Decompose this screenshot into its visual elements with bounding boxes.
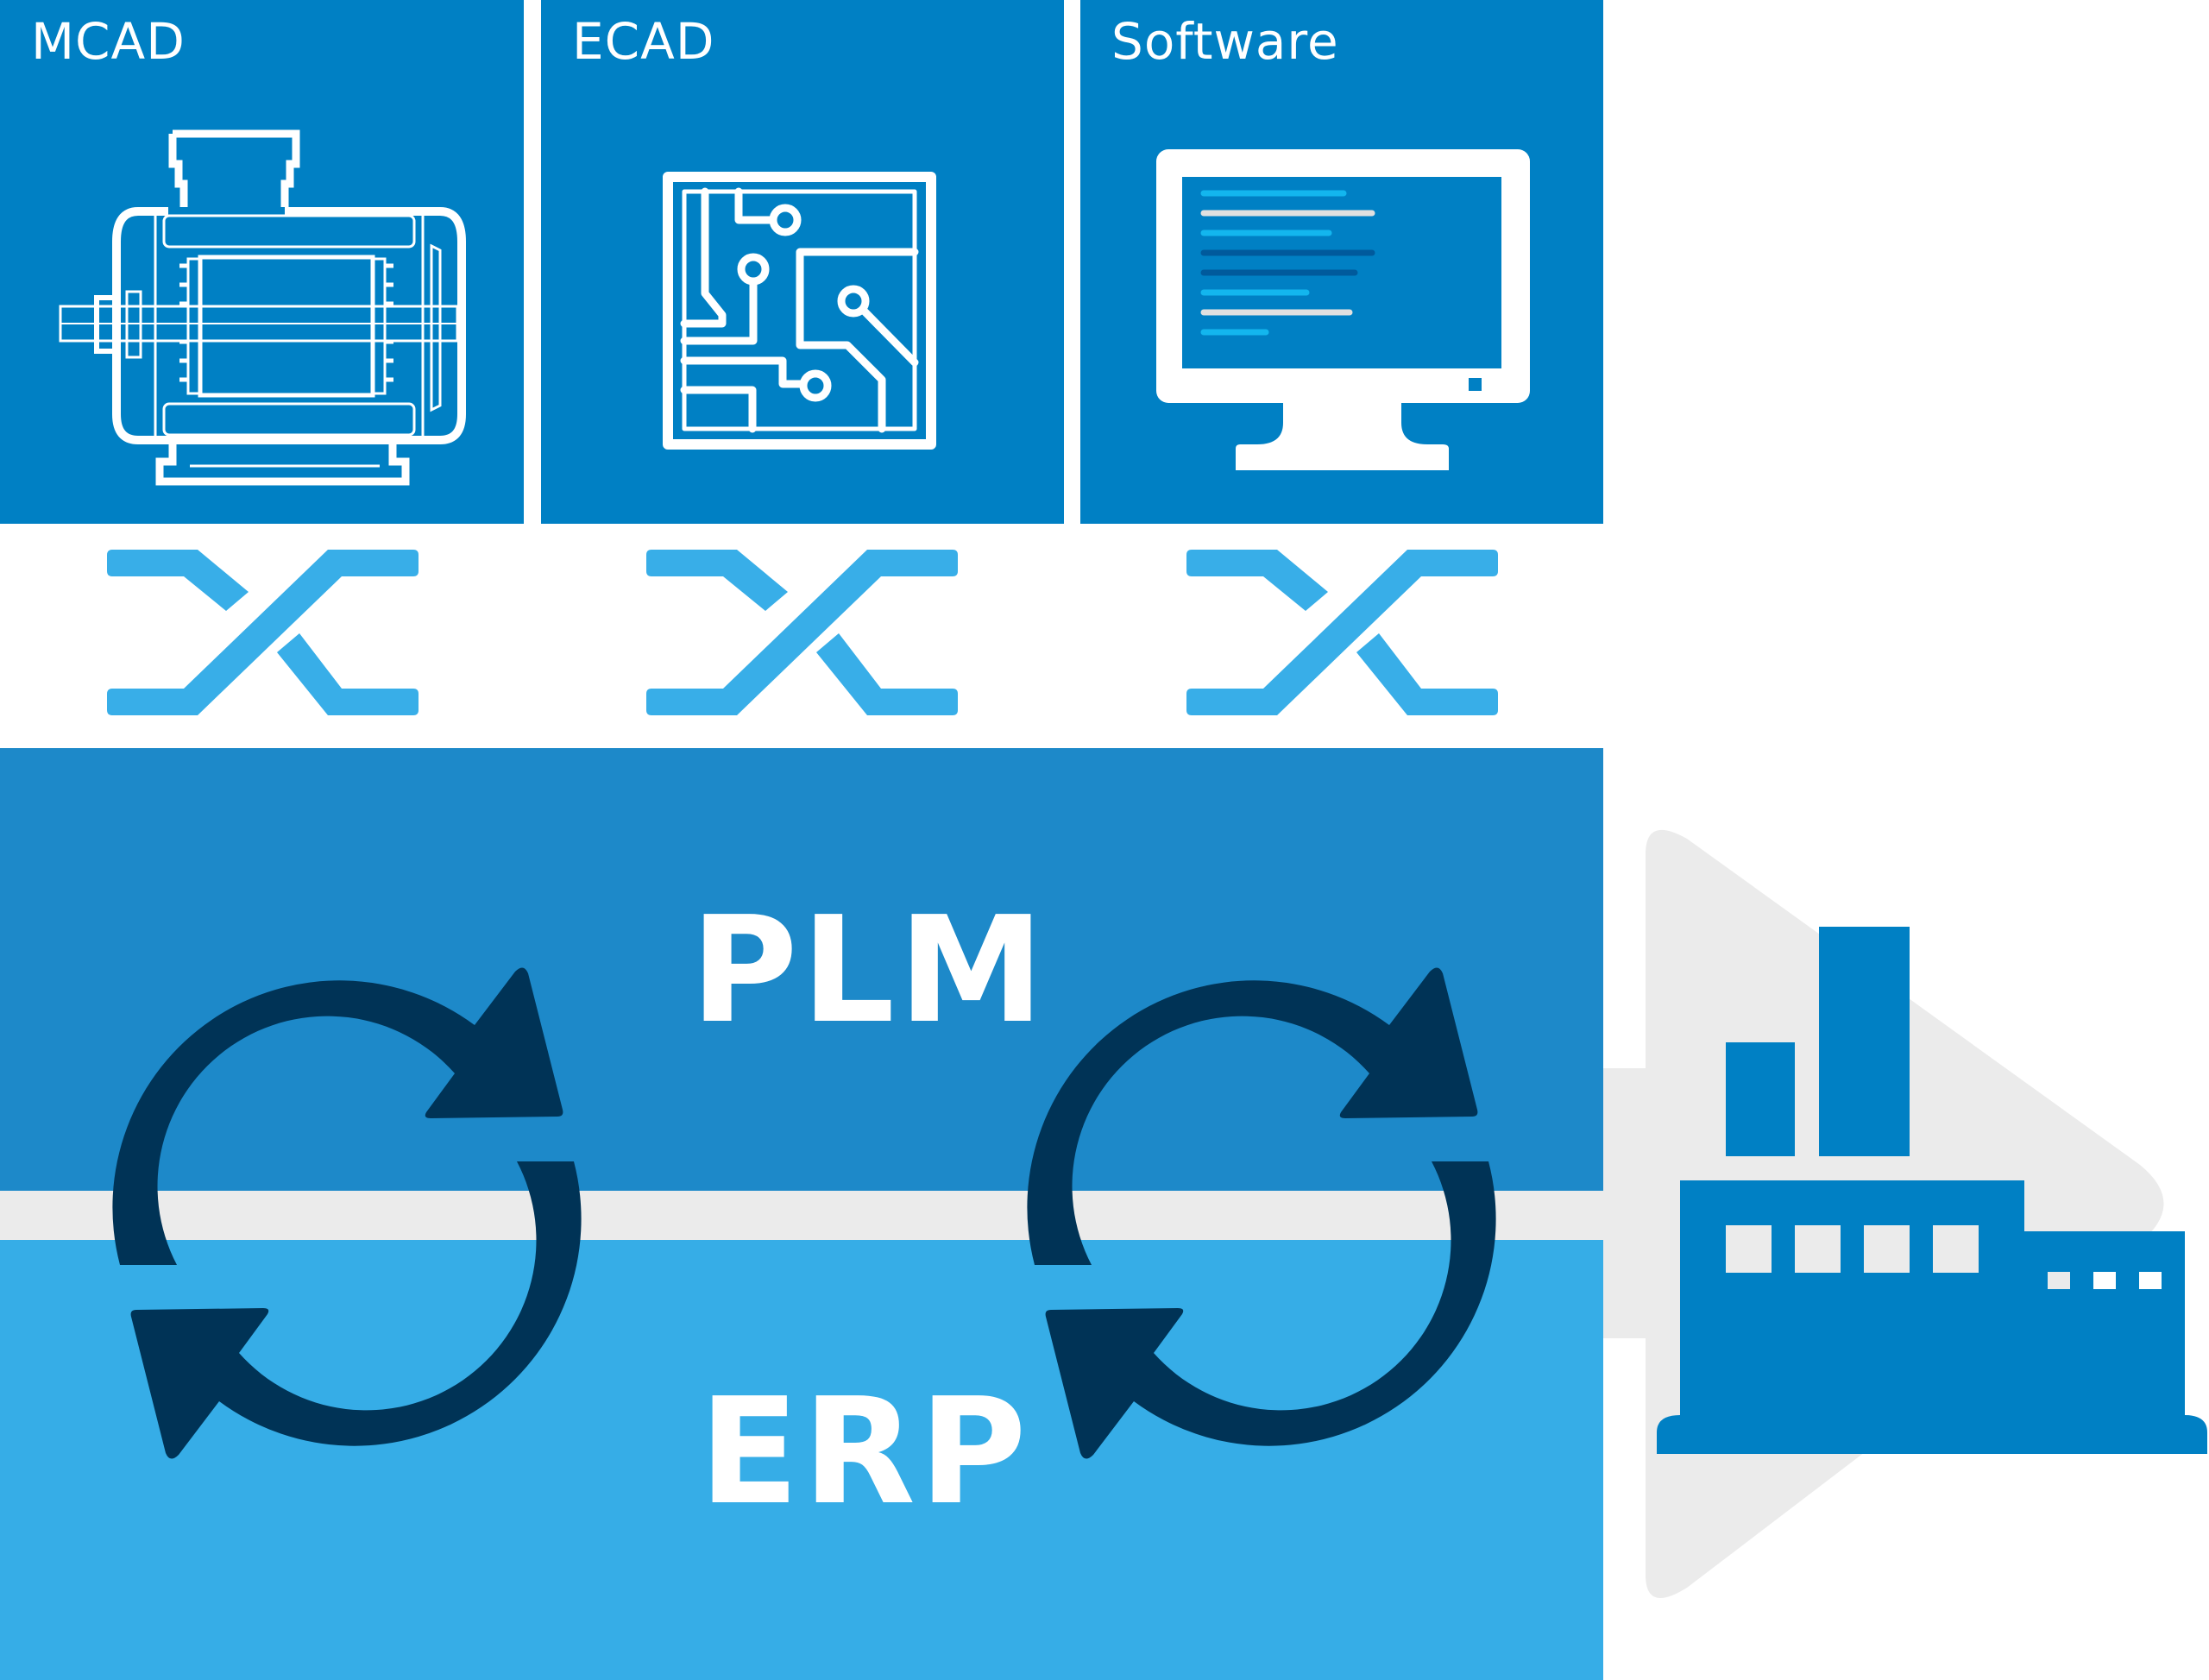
factory-window [1726,1225,1772,1273]
computer-monitor-icon [1156,149,1530,470]
panel-title-mcad: MCAD [31,12,186,71]
crossover-arrows-icon [646,550,958,715]
plm-label: PLM [690,885,1048,1056]
panel-mcad: MCAD [0,0,524,524]
crossover-arrows-icon [107,550,419,715]
electric-motor-icon [59,129,466,486]
layer-divider [0,1191,1603,1240]
factory-main-building [1680,1180,2024,1422]
factory-annex [2024,1231,2185,1422]
panel-title-ecad: ECAD [572,12,715,71]
crossover-arrows-icon [1186,550,1498,715]
factory-window [2093,1272,2116,1289]
erp-label: ERP [699,1367,1030,1538]
panel-title-software: Software [1111,12,1339,71]
circuit-board-icon [663,172,936,450]
factory-chimney [1819,927,1910,1156]
factory-window [1864,1225,1910,1273]
factory-window [1933,1225,1979,1273]
panel-software: Software [1080,0,1603,524]
factory-chimney [1726,1042,1795,1156]
factory-base [1657,1415,2207,1454]
factory-window [1795,1225,1841,1273]
plm-layer [0,748,1603,1191]
factory-window [2139,1272,2162,1289]
factory-window [2048,1272,2070,1289]
panel-ecad: ECAD [541,0,1064,524]
